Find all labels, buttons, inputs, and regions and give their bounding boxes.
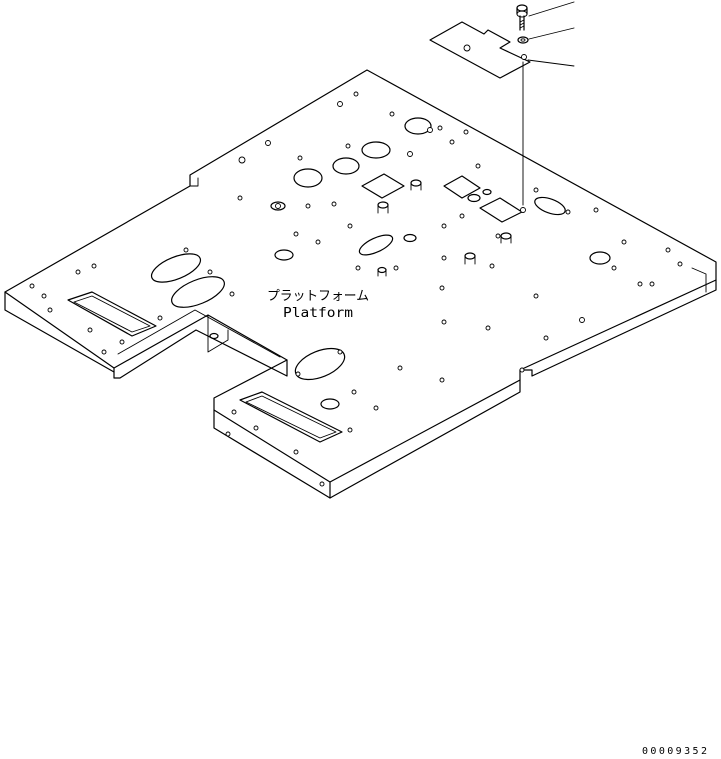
rect-cutouts <box>67 173 523 443</box>
cover-plate <box>429 21 531 79</box>
part-name-en: Platform <box>283 306 353 321</box>
part-name-jp: プラットフォーム <box>267 289 369 304</box>
bolt <box>516 4 528 31</box>
small-holes <box>29 91 683 487</box>
drawing-code: 00009352 <box>642 746 709 757</box>
leader-lines <box>520 1 575 213</box>
bosses <box>209 179 512 340</box>
oval-cutouts <box>150 117 611 410</box>
platform-plate <box>4 69 717 499</box>
washer <box>517 36 529 44</box>
